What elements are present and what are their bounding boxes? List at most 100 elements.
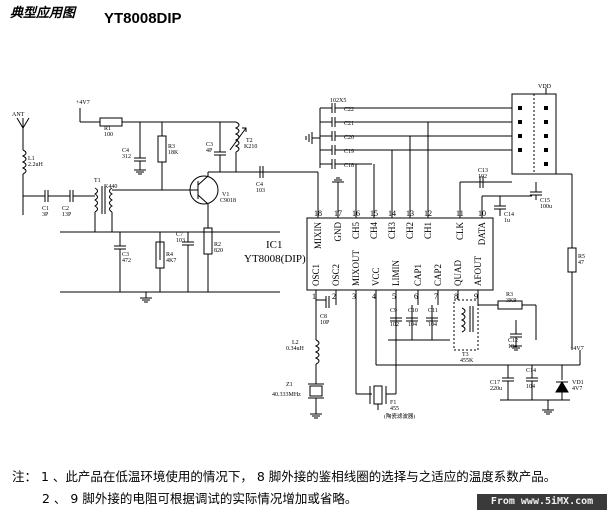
antenna-label: ANT (12, 112, 25, 118)
ic-pin-number: 15 (370, 209, 378, 218)
ic-pin-label: OSC1 (311, 264, 321, 286)
r2-value: 820 (214, 248, 223, 254)
ic-pin-label: CH2 (405, 222, 415, 239)
c15-value: 100u (540, 204, 552, 210)
v1-value: C9018 (220, 198, 236, 204)
r2-ref: R2 (214, 242, 221, 248)
c3b-value: 472 (122, 258, 131, 264)
ic-pin-label: AFOUT (473, 255, 483, 286)
r1-value: 100 (104, 132, 113, 138)
r5-ref: R5 (578, 254, 585, 260)
c21-ref: C21 (344, 121, 354, 127)
t2-value: K210 (244, 144, 257, 150)
ic-pin-label: CH3 (387, 222, 397, 240)
c13-value: 102 (478, 174, 487, 180)
c9-ref: C9 (390, 308, 397, 314)
ic-pin-number: 14 (388, 209, 396, 218)
c14a-ref: C14 (504, 212, 514, 218)
ic-pin-label: CH4 (369, 222, 379, 240)
c19-ref: C19 (344, 149, 354, 155)
ic-pin-number: 1 (312, 292, 316, 301)
vdd-label: VDD (538, 84, 552, 90)
ic-pin-number: 4 (372, 292, 376, 301)
ic-pin-number: 17 (334, 209, 342, 218)
ic-pin-label: CAP2 (433, 264, 443, 286)
ic-top-pin-group: 18MIXIN17GND16CH515CH414CH313CH212CH111C… (313, 209, 487, 249)
c4-ref: C4 (122, 148, 129, 154)
ic-pin-label: DATA (477, 222, 487, 246)
c12-ref: C12 (508, 338, 518, 344)
c2-ref: C2 (62, 206, 69, 212)
ic-pin-number: 11 (456, 209, 464, 218)
c10-ref: C10 (408, 308, 418, 314)
ic-body (306, 217, 494, 291)
supply-label-1: +4V7 (76, 100, 90, 106)
ic-pin-label: CH5 (351, 222, 361, 240)
c7-ref: C7 (176, 232, 183, 238)
vd1-value: 4V7 (572, 386, 582, 392)
l1-value: 2.2uH (28, 162, 44, 168)
l1-ref: L1 (28, 156, 35, 162)
c9-value: 102 (390, 322, 399, 328)
ic-designator: IC1 (266, 239, 283, 251)
r3-ref: R3 (168, 144, 175, 150)
c10-value: 104 (408, 322, 417, 328)
ic-pin-number: 18 (314, 209, 322, 218)
t3-ref: T3 (462, 352, 469, 358)
ic-pin-label: LIMIN (391, 260, 401, 286)
c4b-ref: C4 (256, 182, 263, 188)
ic-name: YT8008(DIP) (244, 253, 306, 265)
ic-pin-number: 16 (352, 209, 360, 218)
c8-ref: C8 (320, 314, 327, 320)
r1-ref: R1 (104, 126, 111, 132)
t3-value: 455K (460, 358, 474, 364)
watermark: From www.5iMX.com (477, 494, 607, 510)
ic-pin-label: CLK (455, 221, 465, 240)
l2-value: 0.34uH (286, 346, 305, 352)
c1-value: 3P (42, 212, 49, 218)
r4-ref: R4 (166, 252, 173, 258)
c7-value: 103 (176, 238, 185, 244)
ic-pin-label: QUAD (453, 260, 463, 286)
z1-ref: Z1 (286, 382, 293, 388)
c1-ref: C1 (42, 206, 49, 212)
ic-pin-number: 9 (474, 292, 478, 301)
ic-pin-label: CH1 (423, 222, 433, 239)
c14b-ref: C14 (526, 368, 536, 374)
ic-pin-number: 7 (434, 292, 438, 301)
vd1-ref: VD1 (572, 380, 584, 386)
ic-pin-number: 2 (332, 292, 336, 301)
ic-pin-label: CAP1 (413, 264, 423, 286)
c11-ref: C11 (428, 308, 438, 314)
l2-ref: L2 (292, 340, 299, 346)
ic-pin-label: VCC (371, 267, 381, 286)
r3-value: 18K (168, 150, 179, 156)
c3-value: 4P (206, 148, 213, 154)
ic-pin-number: 5 (392, 292, 396, 301)
ic-pin-label: MIXOUT (351, 250, 361, 286)
c22-ref: C22 (344, 107, 354, 113)
r3b-value: 3K9 (506, 298, 516, 304)
part-number: YT8008DIP (104, 10, 182, 27)
ic-pin-number: 10 (478, 209, 486, 218)
c3b-ref: C3 (122, 252, 129, 258)
c3-ref: C3 (206, 142, 213, 148)
c14a-value: 1u (504, 218, 510, 224)
page-title: 典型应用图 (10, 6, 76, 21)
z1-value: 40.333MHz (272, 392, 301, 398)
c14b-value: 104 (526, 384, 535, 390)
ic-pin-number: 13 (406, 209, 414, 218)
ic-bottom-pin-group: 1OSC12OSC23MIXOUT4VCC5LIMIN6CAP17CAP28QU… (311, 250, 483, 301)
r5-value: 47 (578, 260, 584, 266)
cap-bank-value: 102X5 (330, 98, 346, 104)
ic-pin-number: 3 (352, 292, 356, 301)
r4-value: 4K7 (166, 258, 176, 264)
c11-value: 104 (428, 322, 437, 328)
c17-value: 220u (490, 386, 502, 392)
c2-value: 13P (62, 212, 72, 218)
t1-ref: T1 (94, 178, 101, 184)
note-line-2: 2 、 9 脚外接的电阻可根据调试的实际情况增加或省略。 (42, 491, 358, 506)
ic-pin-label: MIXIN (313, 222, 323, 249)
f1-note: (陶瓷滤波器) (384, 412, 415, 420)
